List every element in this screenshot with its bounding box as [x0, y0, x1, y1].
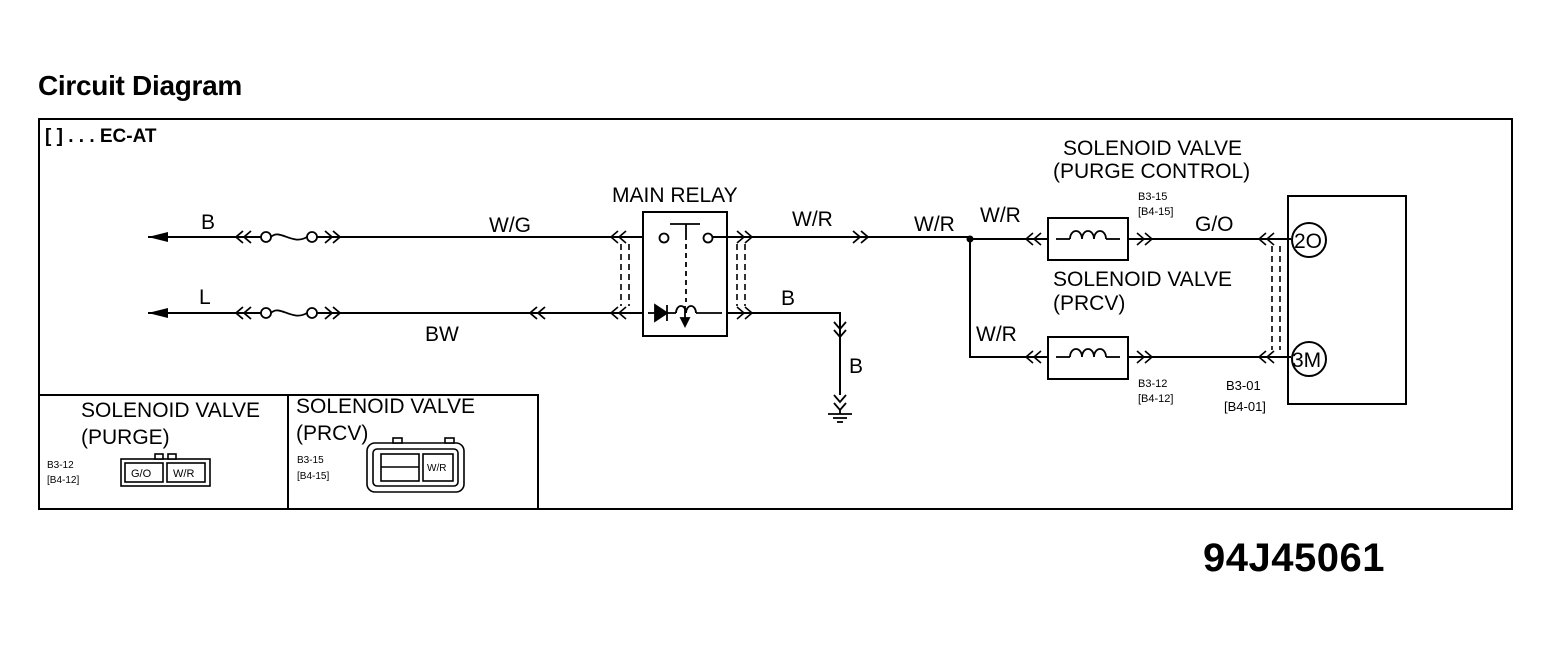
figure-number: 94J45061 [1203, 536, 1385, 580]
purge-view-code-1: B3-12 [47, 460, 74, 471]
prcv-connector-icon [366, 437, 465, 493]
main-relay-label: MAIN RELAY [612, 184, 738, 207]
fuse-l [260, 307, 318, 319]
wire-label-wr-junction: W/R [914, 213, 955, 236]
relay-connector-left [609, 230, 630, 320]
terminal-2o-circle [1291, 222, 1327, 258]
terminal-3m-label: 3M [1292, 349, 1321, 372]
wire-label-b-ground-v: B [849, 355, 863, 378]
prcv-view-title-2: (PRCV) [296, 422, 368, 445]
terminal-2o-label: 2O [1294, 230, 1322, 253]
prcv-view-title-1: SOLENOID VALVE [296, 395, 475, 418]
arrow-left-b [148, 232, 168, 242]
connector-arrows-wr [852, 230, 870, 244]
arrow-left-l [148, 308, 168, 318]
purge-view-title-2: (PURGE) [81, 426, 170, 449]
prcv-pin-2: W/R [427, 463, 446, 474]
purge-pin-1: G/O [131, 468, 152, 480]
prcv-title-2: (PRCV) [1053, 292, 1125, 315]
diagram-frame [38, 118, 1513, 510]
page-title: Circuit Diagram [38, 70, 242, 101]
wire-label-wg: W/G [489, 214, 531, 237]
wire-label-wr-relay: W/R [792, 208, 833, 231]
legend-text: [ ] . . . EC-AT [45, 126, 157, 147]
main-relay-internals [648, 223, 722, 329]
purge-view-code-2: [B4-12] [47, 475, 79, 486]
ground-symbol [828, 321, 852, 423]
purge-connector-icon [120, 453, 211, 487]
ecu-code-1: B3-01 [1226, 378, 1261, 393]
valve-connector-arrows [1024, 232, 1154, 364]
purge-control-title-1: SOLENOID VALVE [1063, 137, 1242, 160]
wire-label-bw: BW [425, 323, 459, 346]
prcv-valve-box [1047, 336, 1129, 380]
prcv-view-code-2: [B4-15] [297, 471, 329, 482]
terminal-3m-circle [1291, 341, 1327, 377]
purge-view-title-1: SOLENOID VALVE [81, 399, 260, 422]
wire-label-l: L [199, 286, 211, 309]
fuse-b [260, 231, 318, 243]
connector-arrows-b [234, 230, 342, 244]
prcv-view-code-1: B3-15 [297, 455, 324, 466]
connector-arrows-l [234, 306, 546, 320]
top-valve-code-2: [B4-15] [1138, 206, 1173, 218]
purge-pin-2: W/R [173, 468, 194, 480]
wire-label-b-top: B [201, 211, 215, 234]
prcv-title-1: SOLENOID VALVE [1053, 268, 1232, 291]
wire-label-go: G/O [1195, 213, 1234, 236]
wire-label-wr-bottom-valve: W/R [976, 323, 1017, 346]
connector-view-prcv-box [287, 394, 539, 510]
bottom-valve-code-2: [B4-12] [1138, 393, 1173, 405]
bottom-valve-code-1: B3-12 [1138, 378, 1167, 390]
ecu-code-2: [B4-01] [1224, 399, 1266, 414]
top-valve-code-1: B3-15 [1138, 191, 1167, 203]
ecu-connector [1257, 232, 1281, 364]
wire-label-wr-top-valve: W/R [980, 204, 1021, 227]
prcv-coil-icon [1056, 348, 1120, 358]
wire-label-b-ground-h: B [781, 287, 795, 310]
relay-connector-right [736, 230, 754, 320]
purge-control-title-2: (PURGE CONTROL) [1053, 160, 1250, 183]
purge-control-coil-icon [1056, 230, 1120, 240]
